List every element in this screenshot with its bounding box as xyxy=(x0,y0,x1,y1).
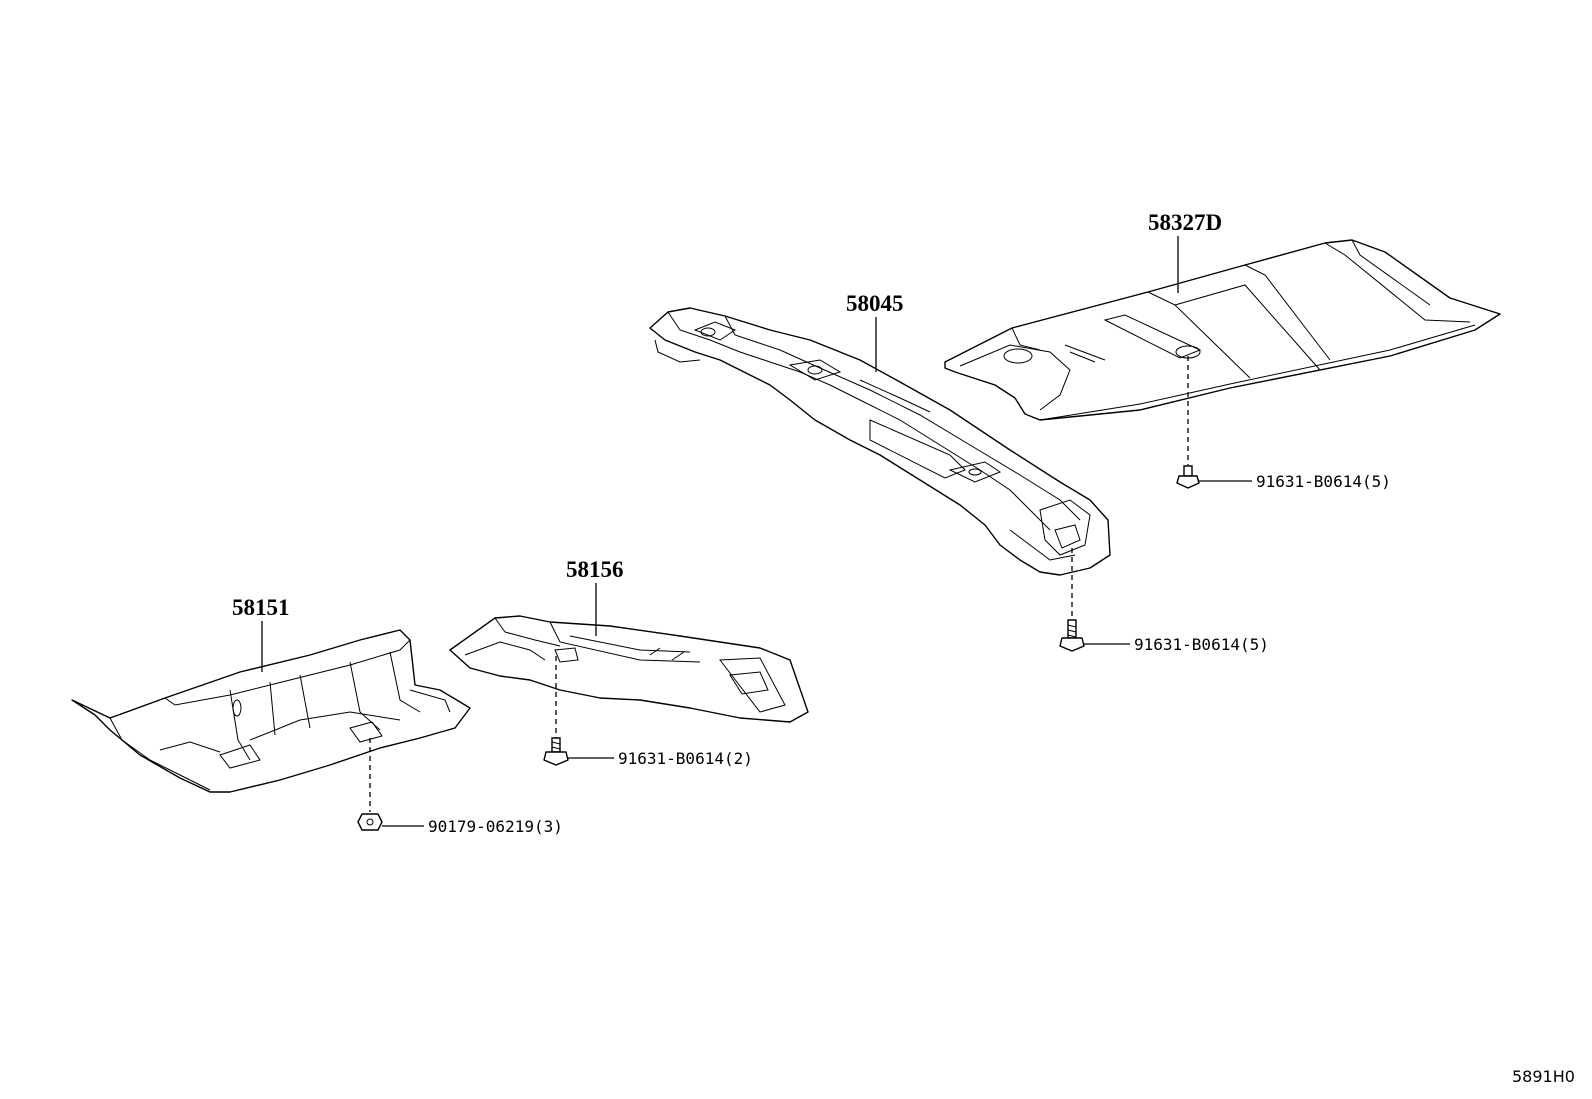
fastener-bolt-58327d[interactable]: 91631-B0614(5) xyxy=(1176,356,1391,491)
part-number-58156: 58156 xyxy=(566,557,624,582)
part-label-58045: 58045 xyxy=(846,291,904,372)
part-58045-brace[interactable] xyxy=(649,307,1111,576)
diagram-code: 5891H0 xyxy=(1512,1067,1575,1086)
fastener-label-nut-58151: 90179-06219(3) xyxy=(428,817,563,836)
part-label-58151: 58151 xyxy=(232,595,290,672)
part-number-58151: 58151 xyxy=(232,595,290,620)
part-label-58156: 58156 xyxy=(566,557,624,636)
fastener-label-bolt-58045: 91631-B0614(5) xyxy=(1134,635,1269,654)
part-number-58045: 58045 xyxy=(846,291,904,316)
fastener-nut-58151[interactable]: 90179-06219(3) xyxy=(357,738,563,836)
part-number-58327d: 58327D xyxy=(1148,210,1222,235)
part-58327d-cover[interactable] xyxy=(944,239,1501,421)
part-58151-insulator[interactable] xyxy=(71,629,471,793)
fastener-bolt-58045[interactable]: 91631-B0614(5) xyxy=(1059,548,1269,654)
part-label-58327d: 58327D xyxy=(1148,210,1222,293)
fastener-bolt-58156[interactable]: 91631-B0614(2) xyxy=(543,656,753,768)
fastener-label-bolt-58327d: 91631-B0614(5) xyxy=(1256,472,1391,491)
fastener-label-bolt-58156: 91631-B0614(2) xyxy=(618,749,753,768)
part-58156-insulator[interactable] xyxy=(449,615,809,723)
